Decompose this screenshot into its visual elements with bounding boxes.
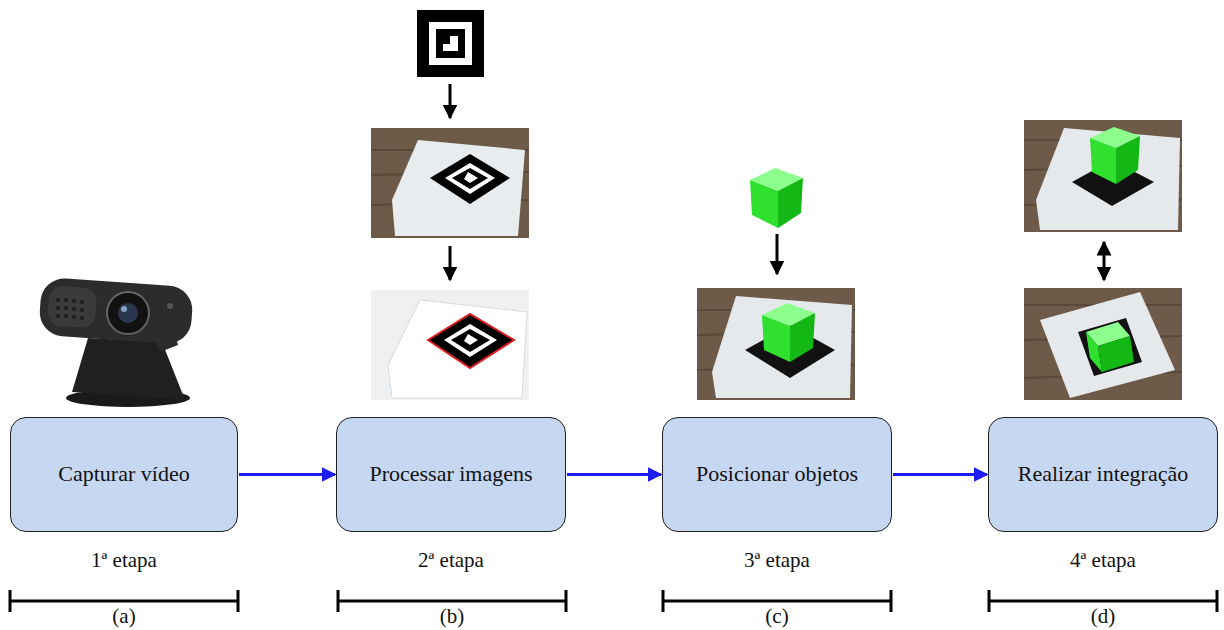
process-box: Realizar integração xyxy=(988,417,1218,532)
down-arrow xyxy=(449,246,452,280)
panel-letter: (b) xyxy=(437,604,468,629)
panel-letter: (a) xyxy=(109,604,138,629)
processed-photo xyxy=(371,290,529,400)
stage-label: 1ª etapa xyxy=(88,548,160,573)
down-arrow xyxy=(449,84,452,118)
augmented-photo xyxy=(1024,120,1182,232)
box-label: Capturar vídeo xyxy=(58,461,189,487)
stage-label: 2ª etapa xyxy=(415,548,487,573)
flow-arrow xyxy=(567,473,661,476)
webcam-illustration xyxy=(38,277,194,407)
process-box: Processar imagens xyxy=(336,417,566,532)
process-box: Posicionar objetos xyxy=(662,417,892,532)
flow-arrow xyxy=(239,473,335,476)
down-arrow xyxy=(776,234,779,274)
marker-photo xyxy=(371,128,529,238)
double-arrow xyxy=(1103,242,1106,280)
augmented-photo xyxy=(1024,288,1182,400)
box-label: Posicionar objetos xyxy=(696,461,858,487)
panel-letter: (c) xyxy=(762,604,791,629)
marker-pattern xyxy=(417,10,484,77)
flow-arrow xyxy=(893,473,987,476)
stage-label: 3ª etapa xyxy=(741,548,813,573)
process-box: Capturar vídeo xyxy=(10,417,238,532)
virtual-cube xyxy=(750,168,803,228)
box-label: Realizar integração xyxy=(1018,461,1188,487)
stage-label: 4ª etapa xyxy=(1067,548,1139,573)
panel-letter: (d) xyxy=(1088,604,1119,629)
box-label: Processar imagens xyxy=(369,461,532,487)
augmented-photo xyxy=(697,288,855,400)
span-bracket xyxy=(10,590,1217,612)
